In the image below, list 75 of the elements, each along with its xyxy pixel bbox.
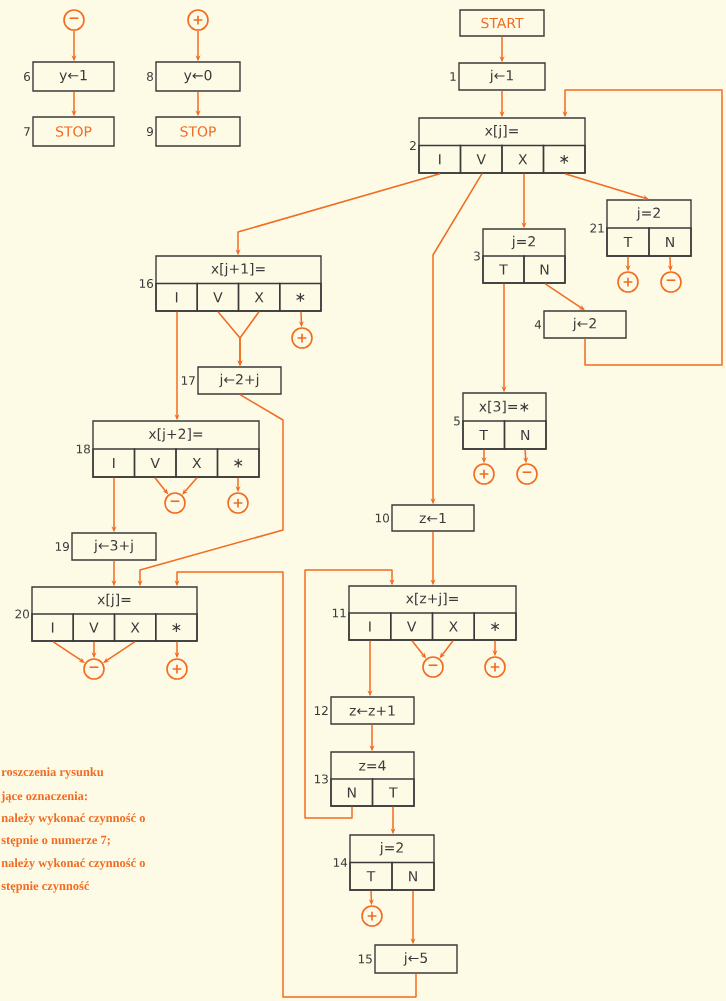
answer-cell: ∗ [216, 448, 260, 478]
arrow [304, 569, 395, 819]
answer-cell: V [133, 448, 177, 478]
process-box: j←2+j [197, 366, 282, 395]
answer-cell: X [431, 612, 475, 641]
step-number: 20 [15, 609, 29, 619]
process-box: y←0 [155, 61, 241, 92]
process-box: j←2 [543, 310, 627, 339]
answer-cell: V [459, 144, 503, 174]
answer-cell: I [31, 613, 74, 642]
step-number: 4 [534, 320, 542, 329]
step-number: 9 [146, 127, 153, 137]
process-box: z←1 [391, 504, 475, 532]
answer-cell: ∗ [279, 282, 322, 312]
answer-cell: N [523, 255, 566, 284]
step-number: 1 [450, 72, 456, 81]
answer-cell: N [503, 420, 547, 450]
step-number: 5 [454, 416, 460, 426]
process-box: z←z+1 [330, 696, 415, 725]
process-box: j←5 [374, 944, 458, 974]
answer-cell: ∗ [542, 144, 586, 174]
step-number: 6 [24, 72, 31, 82]
answer-cell: N [391, 861, 435, 891]
terminal-box: START [459, 9, 545, 37]
step-number: 14 [333, 858, 348, 867]
step-number: 12 [314, 706, 328, 715]
answer-cell: ∗ [473, 612, 517, 641]
step-number: 11 [332, 608, 346, 618]
answer-cell: T [606, 227, 650, 257]
answer-cell: ∗ [155, 613, 198, 642]
answer-cell: N [330, 778, 374, 807]
answer-cell: X [501, 144, 545, 174]
step-number: 19 [55, 542, 69, 552]
terminal-box: STOP [155, 116, 241, 147]
step-number: 3 [474, 251, 480, 261]
note-text: stępnie czynność [1, 881, 90, 893]
arrow [52, 640, 85, 663]
step-number: 8 [147, 72, 153, 82]
step-number: 18 [76, 444, 90, 454]
note-text: należy wykonać czynność o [1, 813, 145, 825]
answer-cell: N [648, 227, 692, 257]
answer-cell: V [72, 613, 116, 642]
step-number: 21 [590, 223, 604, 233]
answer-cell: T [482, 255, 525, 284]
answer-cell: V [196, 282, 240, 312]
step-number: 17 [181, 376, 195, 385]
arrow [564, 172, 649, 200]
answer-cell: T [349, 861, 393, 891]
arrow [182, 476, 198, 495]
answer-cell: V [390, 612, 434, 641]
answer-cell: X [175, 448, 219, 478]
note-text: roszczenia rysunku [1, 767, 104, 779]
answer-cell: X [113, 613, 157, 642]
terminal-box: STOP [32, 116, 115, 147]
process-box: j←3+j [71, 532, 157, 561]
step-number: 7 [24, 127, 30, 136]
answer-cell: I [92, 448, 136, 478]
answer-cell: I [418, 144, 462, 174]
answer-cell: T [462, 420, 506, 450]
arrow [544, 282, 585, 311]
answer-cell: T [371, 778, 415, 807]
process-box: j←1 [458, 62, 546, 91]
process-box: y←1 [32, 61, 115, 92]
answer-cell: X [237, 282, 281, 312]
step-number: 15 [358, 954, 372, 964]
answer-cell: I [155, 282, 198, 312]
step-number: 2 [410, 141, 416, 150]
answer-cell: I [348, 612, 392, 641]
note-text: jące oznaczenia: [1, 791, 87, 803]
note-text: należy wykonać czynność o [1, 858, 145, 870]
arrow [103, 640, 136, 663]
note-text: stępnie o numerze 7; [1, 835, 110, 847]
step-number: 10 [375, 513, 389, 523]
step-number: 13 [314, 774, 328, 784]
step-number: 16 [139, 279, 154, 289]
